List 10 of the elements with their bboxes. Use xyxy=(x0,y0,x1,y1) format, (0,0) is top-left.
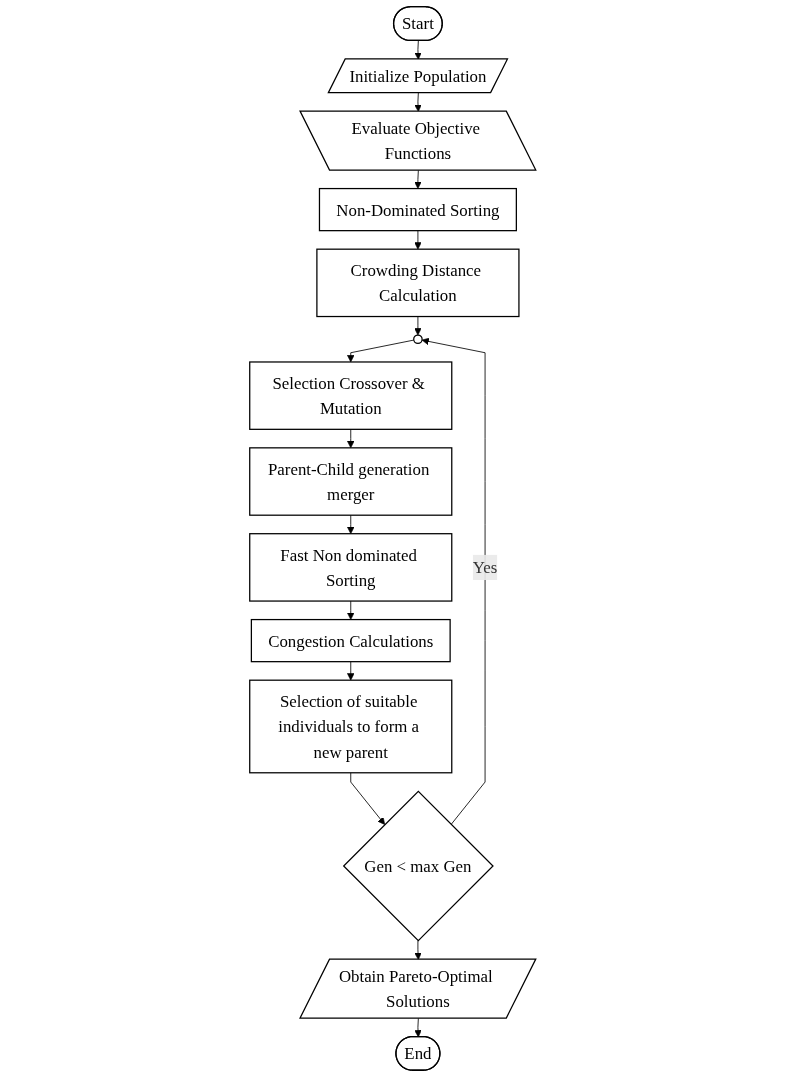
edge-label: Yes xyxy=(473,558,498,577)
node-box: Crowding Distance Calculation xyxy=(316,248,520,318)
node-circle xyxy=(413,334,423,345)
node-box: Congestion Calculations xyxy=(251,618,451,663)
node-box: Fast Non dominated Sorting xyxy=(249,533,453,602)
node-box: Non-Dominated Sorting xyxy=(319,187,518,232)
node-box: Selection of suitable individuals to form a new parent xyxy=(249,679,453,774)
node-box: Selection Crossover & Mutation xyxy=(249,361,453,430)
node-box: Parent-Child generation merger xyxy=(249,447,453,516)
node-diamond: Gen < max Gen xyxy=(343,790,495,942)
